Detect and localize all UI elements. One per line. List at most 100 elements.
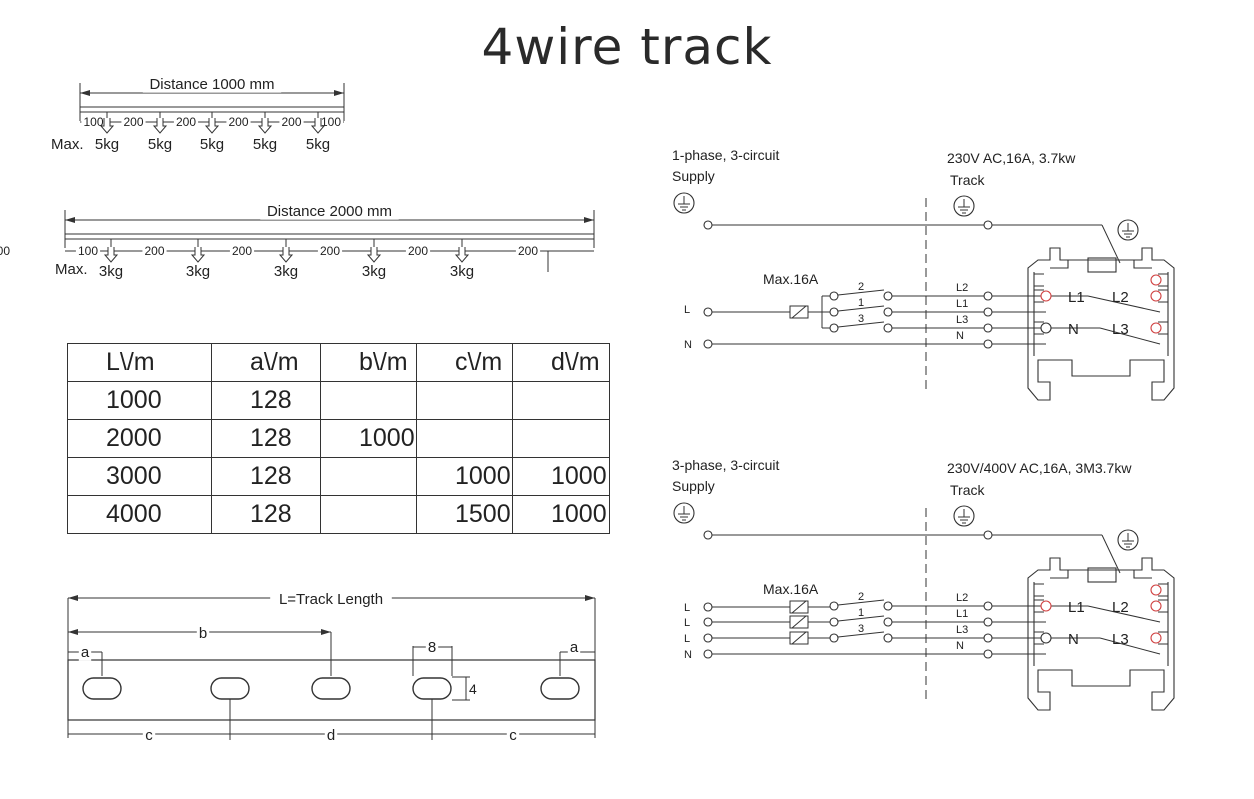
input-line-label: L	[684, 304, 690, 316]
segment-label: 200	[232, 244, 252, 258]
label-bg	[142, 244, 167, 258]
switch-number: 3	[858, 313, 864, 325]
table-row: 2000 128 1000	[67, 419, 610, 458]
terminal	[983, 617, 993, 627]
segment-label: 100	[83, 115, 103, 129]
terminal	[703, 617, 713, 627]
label-bg	[229, 244, 255, 258]
label-bg	[226, 115, 251, 129]
switch-number: 2	[858, 591, 864, 603]
segment-label: 200	[144, 244, 164, 258]
switch-number: 3	[858, 623, 864, 635]
input-line-label: L	[684, 617, 690, 629]
table-row: 1000 128	[67, 381, 610, 420]
slot-height-label: 4	[469, 681, 477, 697]
load-arrow	[204, 118, 220, 134]
switch-number: 1	[858, 297, 864, 309]
label-bg	[405, 244, 431, 258]
mounting-slot	[412, 677, 452, 700]
terminal	[703, 339, 713, 349]
switch-blade	[837, 615, 885, 622]
terminal	[703, 633, 713, 643]
load-label: 3kg	[99, 263, 123, 280]
track-length-label: L=Track Length	[279, 591, 383, 608]
earth-wire	[1101, 534, 1121, 574]
table-row: 3000 128 1000 1000	[67, 457, 610, 496]
switch-contact	[883, 633, 893, 643]
switch-number: 2	[858, 281, 864, 293]
load-label: 3kg	[362, 263, 386, 280]
track-cross-section	[1027, 247, 1175, 401]
segment-label: 200	[228, 115, 248, 129]
table-cell	[512, 419, 610, 458]
terminal	[703, 649, 713, 659]
terminal-extra	[1150, 274, 1162, 286]
spec-table: L\/m a\/m b\/m c\/m d\/m 1000 128 2000 1…	[67, 343, 610, 534]
terminal	[983, 633, 993, 643]
switch-blade	[837, 599, 885, 606]
load-label: 5kg	[200, 136, 224, 153]
distance-label: Distance 2000 mm	[267, 203, 392, 220]
table-cell: 128	[211, 457, 321, 496]
mounting-slot	[210, 677, 250, 700]
label-bg	[317, 244, 343, 258]
track-outline	[1087, 567, 1117, 583]
terminal-l1	[1040, 290, 1052, 302]
table-cell: 1000	[416, 457, 513, 496]
terminal	[703, 220, 713, 230]
label-bg	[75, 244, 101, 258]
label-bg	[81, 115, 106, 129]
conductor-slot	[1034, 583, 1168, 597]
load-arrow	[103, 247, 119, 263]
segment-label: 200	[123, 115, 143, 129]
segment-label: 100	[321, 115, 341, 129]
terminal-extra	[1150, 584, 1162, 596]
label-bg	[173, 115, 199, 129]
switch-contact	[883, 617, 893, 627]
phase-wire	[1087, 295, 1161, 313]
terminal-l2	[1150, 290, 1162, 302]
track-outline	[1033, 260, 1169, 356]
terminal-label: L3	[1112, 631, 1129, 648]
terminal	[983, 339, 993, 349]
label-bg	[78, 644, 92, 661]
line-tag: L1	[956, 608, 968, 620]
terminal	[983, 291, 993, 301]
load-label: 5kg	[148, 136, 172, 153]
switch-contact	[883, 323, 893, 333]
track-outline	[1027, 247, 1175, 401]
segment-label: 200	[281, 115, 301, 129]
table-cell: 1000	[512, 495, 610, 534]
load-arrow	[190, 247, 206, 263]
switch-contact	[829, 323, 839, 333]
supply-label: Supply	[672, 478, 715, 494]
terminal-l3	[1150, 322, 1162, 334]
dim-a-label: a	[81, 644, 90, 661]
max-label: Max.	[51, 136, 84, 153]
label-bg	[279, 115, 304, 129]
label-bg	[567, 639, 581, 656]
switch-contact	[829, 617, 839, 627]
segment-label: 100	[0, 244, 10, 258]
load-arrow	[454, 247, 470, 263]
load-arrow	[366, 247, 382, 263]
dim-a-label: a	[570, 639, 579, 656]
track-bar	[64, 233, 595, 240]
switch-contact	[829, 307, 839, 317]
table-cell	[416, 419, 513, 458]
supply-title: 1-phase, 3-circuit	[672, 147, 779, 163]
switch-contact	[883, 307, 893, 317]
terminal-label: L1	[1068, 289, 1085, 306]
label-bg	[260, 203, 399, 220]
dim-c-label: c	[509, 727, 517, 744]
label-bg	[121, 115, 146, 129]
phase-wire	[1099, 637, 1161, 655]
table-cell: 1500	[416, 495, 513, 534]
input-line-label: L	[684, 633, 690, 645]
label-bg	[142, 76, 282, 93]
header-cell: d\/m	[512, 343, 610, 382]
rating-label: 230V/400V AC,16A, 3M3.7kw	[947, 460, 1132, 476]
arrowhead	[585, 595, 595, 601]
breaker-symbol	[791, 305, 807, 319]
